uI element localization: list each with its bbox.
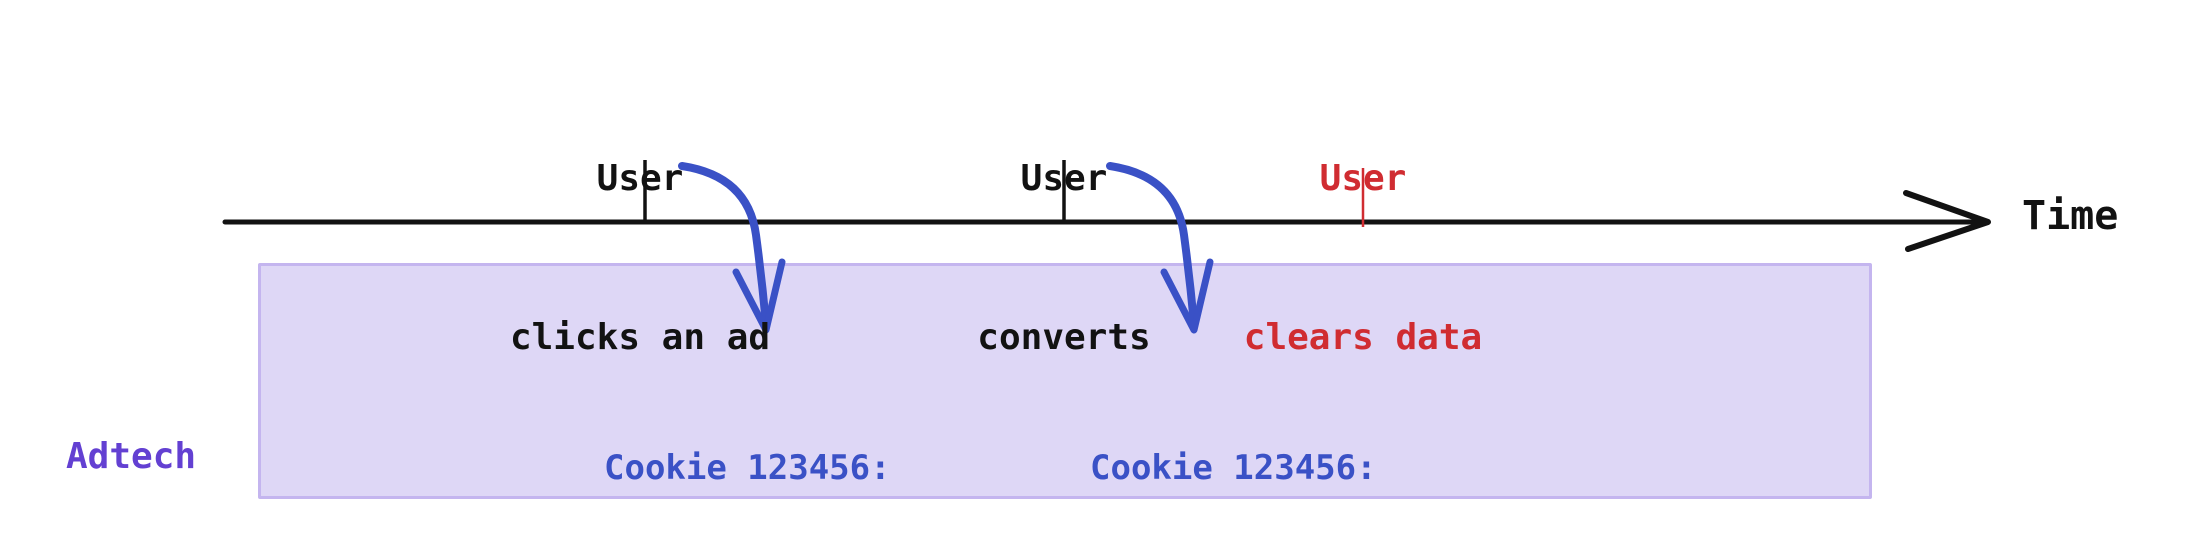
event-label-ad-click: User clicks an ad bbox=[510, 46, 770, 470]
event-label-ad-click-line2: clicks an ad bbox=[509, 317, 771, 358]
event-label-data-clear-line1: User bbox=[1319, 158, 1407, 199]
event-label-conversion-line2: converts bbox=[977, 317, 1151, 358]
cookie-record-converted-line1: Cookie 123456: bbox=[1090, 448, 1377, 488]
arrow-conversion-to-record bbox=[1106, 162, 1198, 328]
cookie-record-converted: Cookie 123456: Converted bbox=[1090, 343, 1377, 534]
arrow-click-to-record bbox=[678, 162, 770, 328]
event-label-conversion-line1: User bbox=[1020, 158, 1108, 199]
time-axis-label: Time bbox=[2022, 193, 2119, 239]
event-label-conversion: User converts bbox=[977, 46, 1150, 470]
event-label-ad-click-line1: User bbox=[596, 158, 684, 199]
adtech-server-label-line1: Adtech bbox=[66, 436, 197, 477]
timeline-arrowhead-icon bbox=[1903, 190, 1991, 252]
event-label-data-clear-line2: clears data bbox=[1243, 317, 1483, 358]
cookie-record-ad-clicked-line1: Cookie 123456: bbox=[604, 448, 891, 488]
adtech-server-box bbox=[258, 263, 1872, 499]
arrow-conversion-arrowhead-icon bbox=[1160, 258, 1214, 334]
adtech-server-label: Adtech server bbox=[66, 327, 196, 534]
arrow-click-arrowhead-icon bbox=[732, 258, 786, 334]
event-label-data-clear: User clears data bbox=[1244, 46, 1482, 470]
cookie-record-ad-clicked: Cookie 123456: Ad clicked bbox=[604, 343, 891, 534]
